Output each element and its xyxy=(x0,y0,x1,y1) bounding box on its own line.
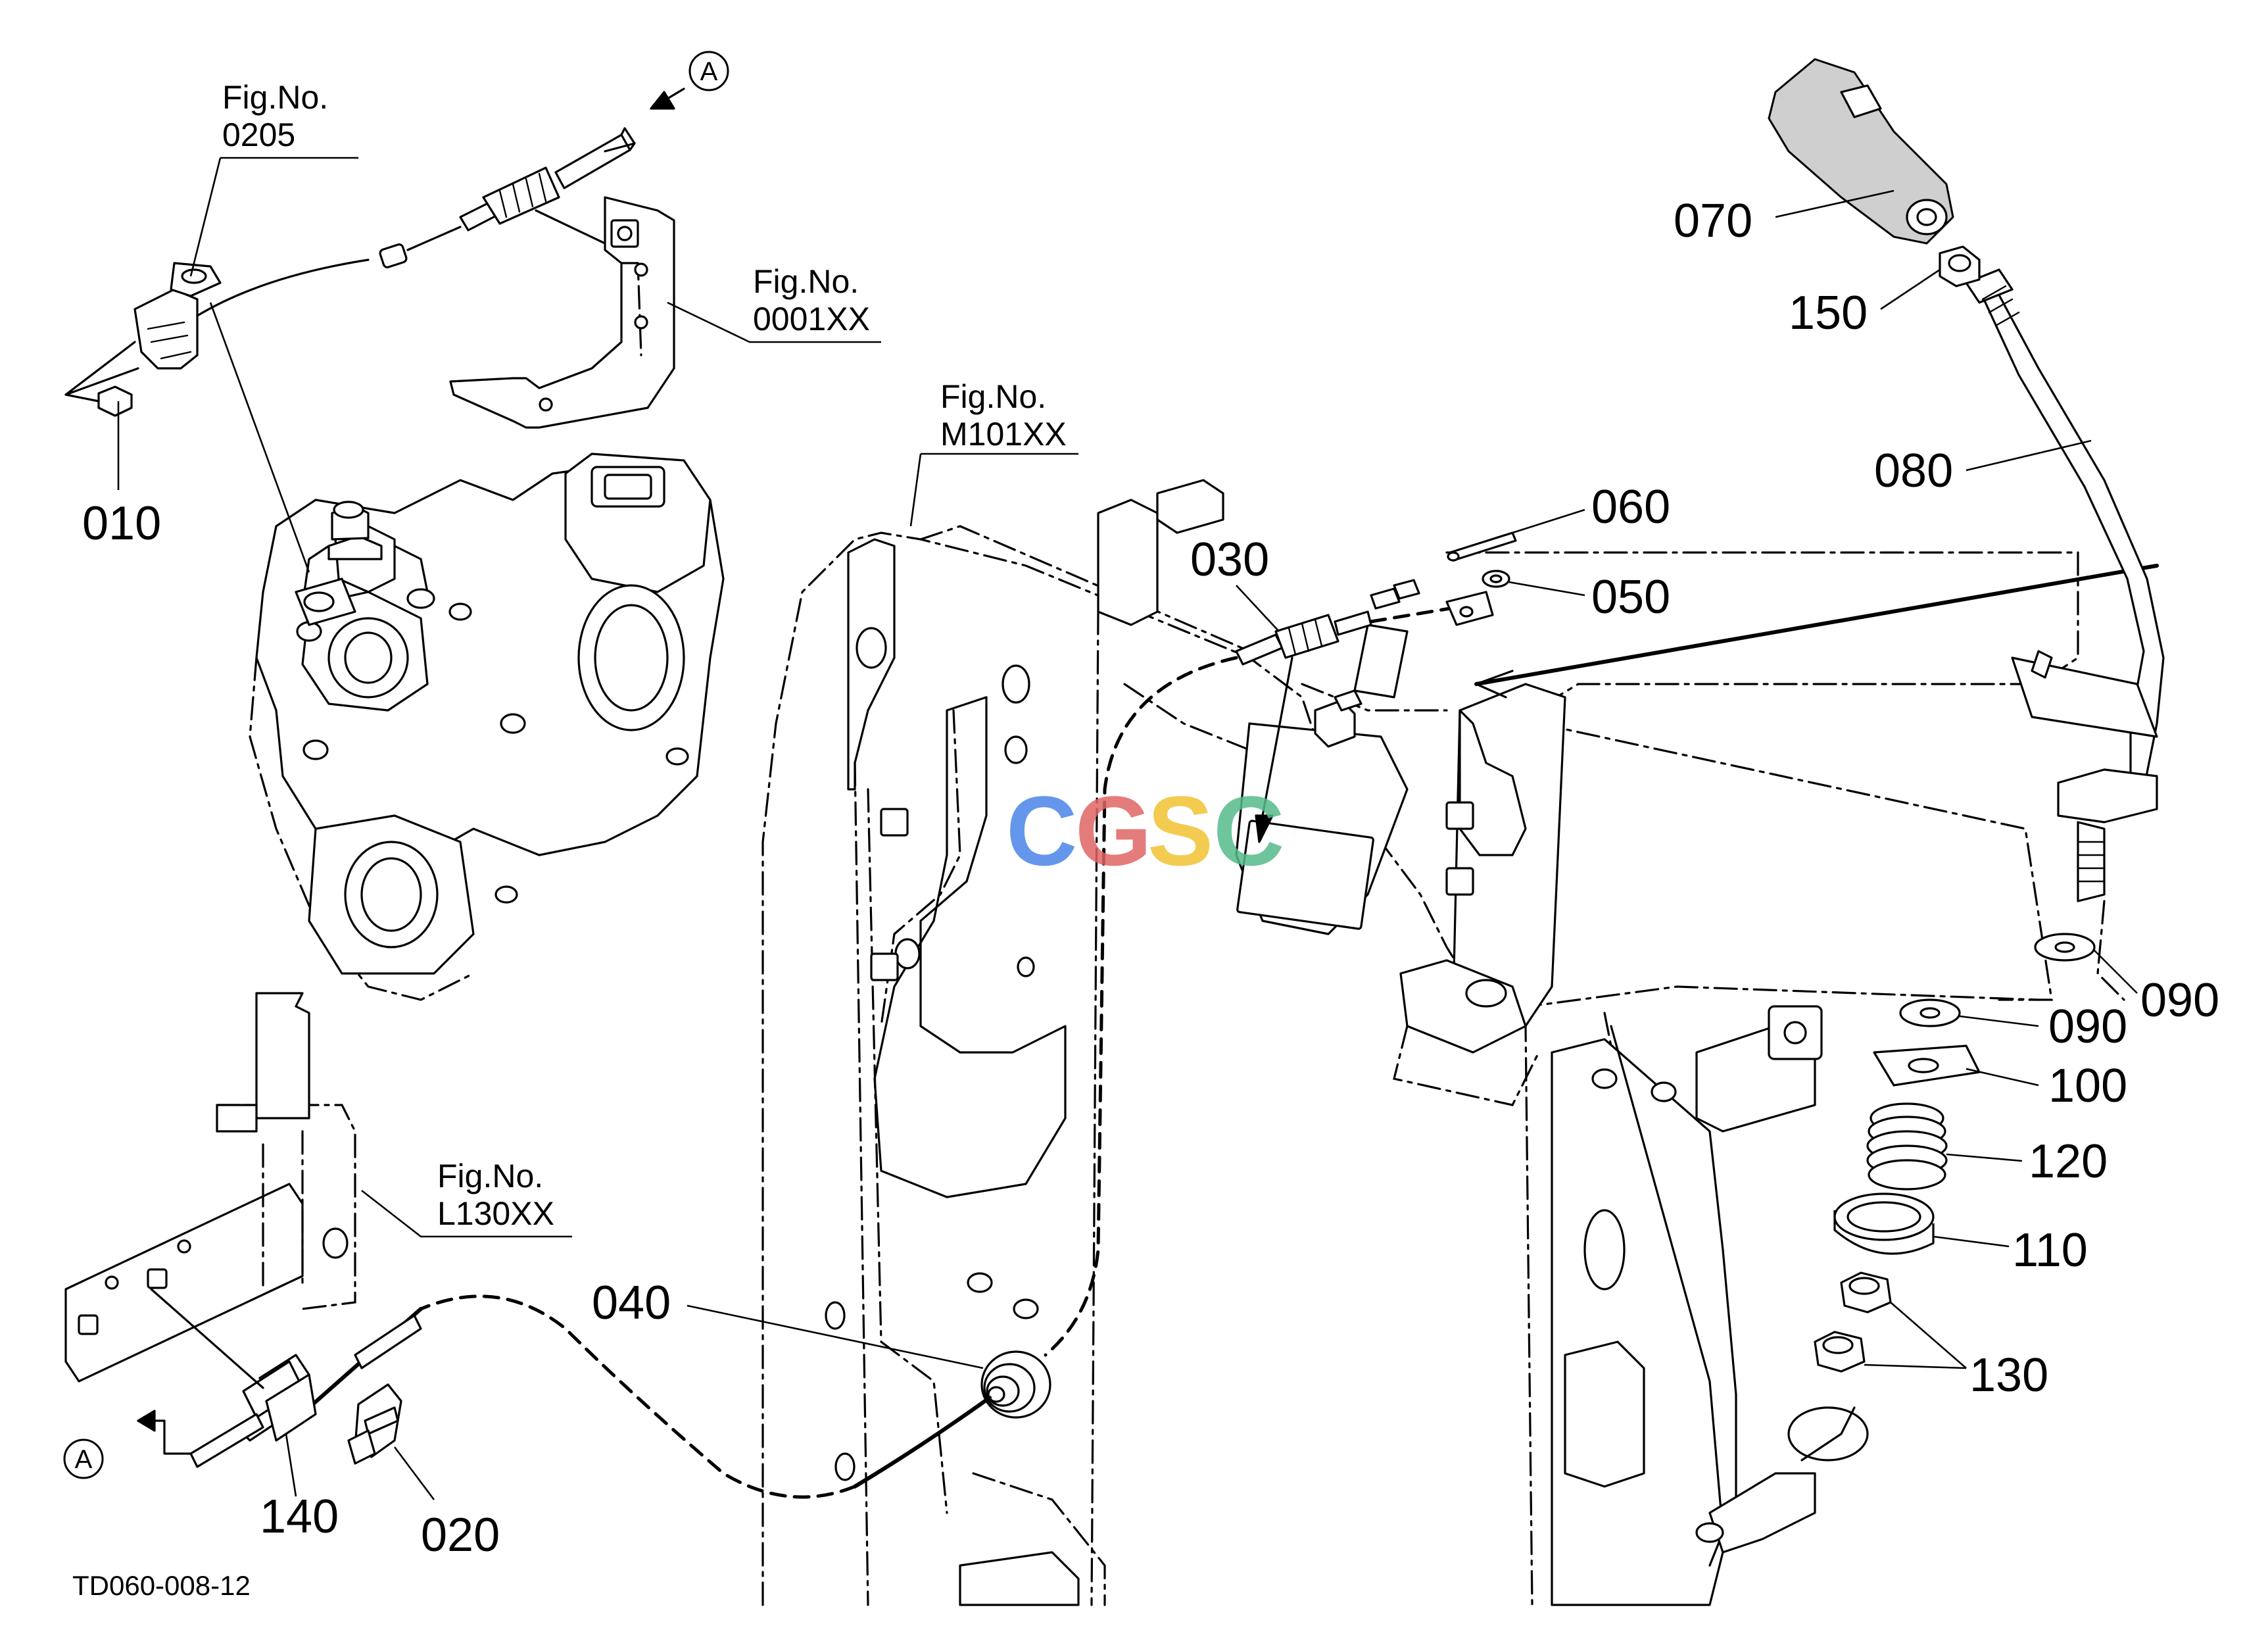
clamp-140-drawing xyxy=(189,1314,422,1468)
fig-ref-0205-line1: Fig.No. xyxy=(222,79,328,116)
watermark-letter-1: C xyxy=(1006,775,1077,886)
part-090-right-label: 090 xyxy=(2140,974,2219,1027)
cable-040-dashed xyxy=(419,1294,857,1499)
part-090-left-label: 090 xyxy=(2048,1000,2127,1053)
part-010-label: 010 xyxy=(82,497,161,550)
clip-020-drawing xyxy=(347,1383,402,1465)
watermark-letter-4: C xyxy=(1213,775,1284,886)
part-120-label: 120 xyxy=(2029,1135,2108,1188)
shift-lever-box-drawing xyxy=(1235,551,2079,1606)
frame-m101xx-drawing xyxy=(761,479,1533,1606)
fig-ref-l130xx-line1: Fig.No. xyxy=(437,1158,543,1194)
bracket-l130xx-drawing xyxy=(64,992,356,1389)
shift-cable-arrow xyxy=(1475,670,1514,699)
connector-a-bottom-arrow-head xyxy=(137,1410,156,1432)
part-150-label: 150 xyxy=(1789,287,1868,339)
part-050-label: 050 xyxy=(1591,571,1670,624)
fig-ref-0205-line2: 0205 xyxy=(222,116,295,153)
connector-a-top: A xyxy=(688,51,729,91)
washer-050-drawing xyxy=(1482,570,1510,588)
grommet-040-drawing xyxy=(980,1350,1051,1419)
part-100-label: 100 xyxy=(2048,1060,2127,1112)
fig-ref-0001xx-line2: 0001XX xyxy=(753,301,870,337)
bracket-0001xx-drawing xyxy=(449,196,675,429)
part-040-label: 040 xyxy=(592,1277,671,1329)
connector-a-top-label: A xyxy=(700,57,718,86)
knob-070-drawing xyxy=(1768,58,1954,245)
connector-a-bottom-label: A xyxy=(75,1445,93,1474)
fig-ref-0001xx-line1: Fig.No. xyxy=(753,263,859,300)
governor-housing-drawing xyxy=(64,262,725,1001)
top-cable-drawing xyxy=(196,127,636,317)
top-cable-end-line xyxy=(604,142,636,153)
leader-lines xyxy=(117,157,2138,1500)
washer-090-right-drawing xyxy=(2034,933,2096,962)
connector-a-top-arrow-head xyxy=(650,91,675,110)
shift-cable xyxy=(1474,564,2159,686)
pin-060-drawing xyxy=(1447,531,1517,562)
spring-120-drawing xyxy=(1866,1102,1948,1191)
cable-040 xyxy=(853,1396,992,1488)
cable-030-drawing xyxy=(1235,579,1494,666)
watermark-letter-2: G xyxy=(1075,775,1152,886)
nuts-130-drawing xyxy=(1814,1271,1892,1373)
ring-110-drawing xyxy=(1833,1192,1935,1255)
connector-a-bottom: A xyxy=(63,1438,104,1479)
part-130-label: 130 xyxy=(1969,1349,2048,1402)
cable-route-030-040 xyxy=(1044,656,1238,1357)
drawing-code: TD060-008-12 xyxy=(72,1570,251,1601)
nut-150-drawing xyxy=(1939,245,1981,287)
watermark: C G S C xyxy=(1006,775,1284,886)
bolts-near-030-drawing xyxy=(1314,689,1363,748)
part-110-label: 110 xyxy=(2012,1224,2088,1277)
part-020-label: 020 xyxy=(421,1509,500,1561)
cable-030-arrow-head xyxy=(1255,814,1274,843)
part-070-label: 070 xyxy=(1674,195,1752,247)
plate-100-drawing xyxy=(1873,1045,1981,1087)
part-060-label: 060 xyxy=(1591,481,1670,533)
cable-030-arrow-line xyxy=(1261,656,1293,817)
part-140-label: 140 xyxy=(260,1490,339,1543)
part-080-label: 080 xyxy=(1874,445,1953,497)
shift-lever-080-drawing xyxy=(1965,268,2165,1001)
fig-ref-m101xx-line2: M101XX xyxy=(940,416,1067,453)
fig-ref-l130xx-line2: L130XX xyxy=(437,1195,554,1232)
washer-090-left-drawing xyxy=(1899,998,1961,1027)
part-030-label: 030 xyxy=(1190,533,1269,586)
watermark-letter-3: S xyxy=(1147,775,1213,886)
fig-ref-m101xx-line1: Fig.No. xyxy=(940,378,1046,415)
